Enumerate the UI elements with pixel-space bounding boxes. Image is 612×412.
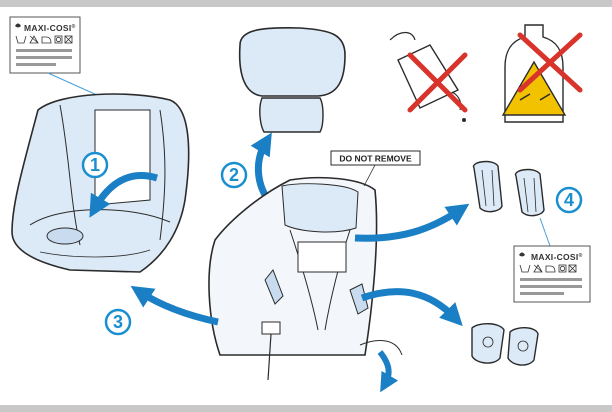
arrow-step-4-top (354, 203, 470, 242)
svg-text:3: 3 (113, 312, 123, 332)
do-not-remove-label: DO NOT REMOVE (330, 150, 421, 187)
bottom-border (0, 405, 612, 412)
shoulder-pads (472, 160, 545, 217)
svg-text:DO NOT REMOVE: DO NOT REMOVE (339, 154, 412, 164)
top-border (0, 0, 612, 7)
iron-icon (41, 36, 52, 44)
wash-30-icon (15, 35, 27, 44)
svg-text:2: 2 (229, 165, 239, 185)
brand-logo-icon (15, 23, 21, 28)
care-label-top: MAXI-COSI® (9, 16, 109, 101)
registered-mark: ® (72, 23, 76, 30)
no-corrosive-icon (501, 24, 583, 123)
no-tumble-dry-icon (54, 35, 63, 44)
arrow-step-3 (130, 285, 219, 326)
main-seat (208, 176, 403, 381)
arrow-down (377, 350, 399, 393)
headrest (238, 27, 346, 133)
svg-text:4: 4 (564, 190, 574, 210)
arrow-step-4-bottom (360, 288, 463, 327)
step-4-badge: 4 (555, 186, 583, 214)
seat-shell (11, 93, 190, 273)
brand-text: MAXI-COSI® (24, 23, 76, 33)
registered-mark: ® (579, 252, 583, 259)
step-1-badge: 1 (81, 151, 109, 179)
no-dry-clean-icon (64, 35, 73, 44)
no-bleach-icon (29, 35, 39, 44)
laundry-symbols (15, 35, 73, 44)
step-3-badge: 3 (104, 308, 132, 336)
arrow-step-1 (89, 172, 158, 218)
step-2-badge: 2 (220, 161, 248, 189)
svg-text:MAXI-COSI®: MAXI-COSI® (531, 252, 583, 262)
svg-text:1: 1 (90, 155, 100, 175)
hip-pads (471, 323, 539, 366)
care-label-right: MAXI-COSI® (513, 217, 591, 303)
no-solvent-icon (389, 31, 468, 122)
